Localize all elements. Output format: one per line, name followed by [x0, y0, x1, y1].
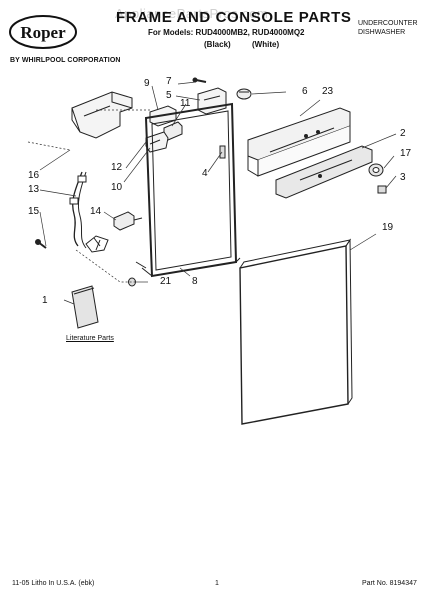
callout-16: 16 [28, 170, 40, 181]
callout-12: 12 [111, 162, 123, 173]
part-2-console-trim [275, 145, 373, 199]
callout-14: 14 [90, 206, 102, 217]
callout-19: 19 [382, 222, 394, 233]
callout-3: 3 [400, 172, 406, 183]
roper-logo: Roper [9, 15, 77, 49]
part-17-knob [368, 163, 384, 177]
part-23-console-panel [247, 107, 351, 177]
part-13-wire-harness [69, 171, 109, 253]
callout-2: 2 [400, 128, 406, 139]
callout-7: 7 [166, 76, 172, 87]
callout-8: 8 [192, 276, 198, 287]
callout-6: 6 [302, 86, 308, 97]
callout-1: 1 [42, 295, 48, 306]
appliance-type-line1: UNDERCOUNTER [358, 20, 418, 27]
callout-4: 4 [202, 168, 208, 179]
literature-parts-label: Literature Parts [66, 335, 114, 342]
page-title: FRAME AND CONSOLE PARTS [116, 9, 352, 26]
part-5-bracket [197, 87, 227, 115]
brand-subtitle: BY WHIRLPOOL CORPORATION [10, 57, 121, 64]
part-14-component [113, 211, 143, 231]
callout-15: 15 [28, 206, 40, 217]
watermark: AppliancePartsPros.com [115, 6, 269, 21]
color-white-label: (White) [252, 40, 280, 49]
callout-5: 5 [166, 90, 172, 101]
part-3-button [377, 185, 387, 194]
part-15-screw [35, 239, 47, 249]
part-19-door-panel [239, 238, 353, 425]
callout-13: 13 [28, 184, 40, 195]
callout-21: 21 [160, 276, 172, 287]
part-6-knob [236, 88, 252, 100]
callout-11: 11 [180, 98, 191, 109]
color-black-label: (Black) [204, 40, 231, 49]
callout-10: 10 [111, 182, 123, 193]
part-8-door-frame [135, 102, 241, 278]
appliance-type-line2: DISHWASHER [358, 29, 406, 36]
part-1-literature [71, 285, 99, 329]
brand-text: Roper [20, 23, 66, 42]
models-line: For Models: RUD4000MB2, RUD4000MQ2 [148, 28, 305, 37]
footer-litho: 11-05 Litho In U.S.A. (ebk) [12, 580, 95, 587]
footer-page-number: 1 [215, 580, 219, 587]
callout-23: 23 [322, 86, 334, 97]
part-10-latch [145, 131, 169, 153]
part-7-screw [192, 77, 207, 83]
footer-part-number: Part No. 8194347 [362, 580, 417, 587]
callout-9: 9 [144, 78, 150, 89]
callout-17: 17 [400, 148, 412, 159]
part-4-clip [219, 145, 226, 159]
part-16-cover [71, 91, 133, 139]
